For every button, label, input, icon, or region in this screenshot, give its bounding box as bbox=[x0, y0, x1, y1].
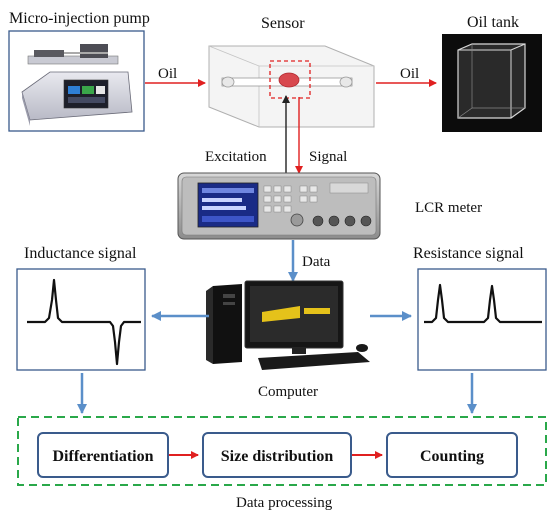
lcr-meter-image bbox=[177, 172, 381, 240]
oil-tank-label: Oil tank bbox=[467, 14, 519, 31]
sensor-chip-image bbox=[208, 45, 375, 128]
oil-in-label: Oil bbox=[158, 66, 177, 82]
data-processing-frame bbox=[17, 416, 547, 486]
signal-label: Signal bbox=[309, 149, 347, 165]
step-counting: Counting bbox=[386, 432, 518, 478]
lcr-meter-label: LCR meter bbox=[415, 200, 482, 216]
computer-image bbox=[206, 280, 370, 370]
step-differentiation-label: Differentiation bbox=[52, 448, 153, 465]
data-processing-label: Data processing bbox=[236, 495, 333, 511]
step-differentiation: Differentiation bbox=[37, 432, 169, 478]
resistance-signal-label: Resistance signal bbox=[413, 245, 524, 262]
resistance-signal-plot bbox=[417, 268, 547, 371]
oil-tank-image bbox=[442, 34, 542, 132]
computer-label: Computer bbox=[258, 384, 318, 400]
pump-label: Micro-injection pump bbox=[9, 10, 150, 27]
oil-out-label: Oil bbox=[400, 66, 419, 82]
step-size-distribution-label: Size distribution bbox=[221, 448, 334, 465]
inductance-signal-plot bbox=[16, 268, 146, 371]
step-counting-label: Counting bbox=[420, 448, 484, 465]
micro-injection-pump-image bbox=[8, 30, 145, 132]
data-label: Data bbox=[302, 254, 331, 270]
excitation-label: Excitation bbox=[205, 149, 267, 165]
step-size-distribution: Size distribution bbox=[202, 432, 352, 478]
inductance-signal-label: Inductance signal bbox=[24, 245, 137, 262]
sensor-label: Sensor bbox=[261, 15, 305, 32]
